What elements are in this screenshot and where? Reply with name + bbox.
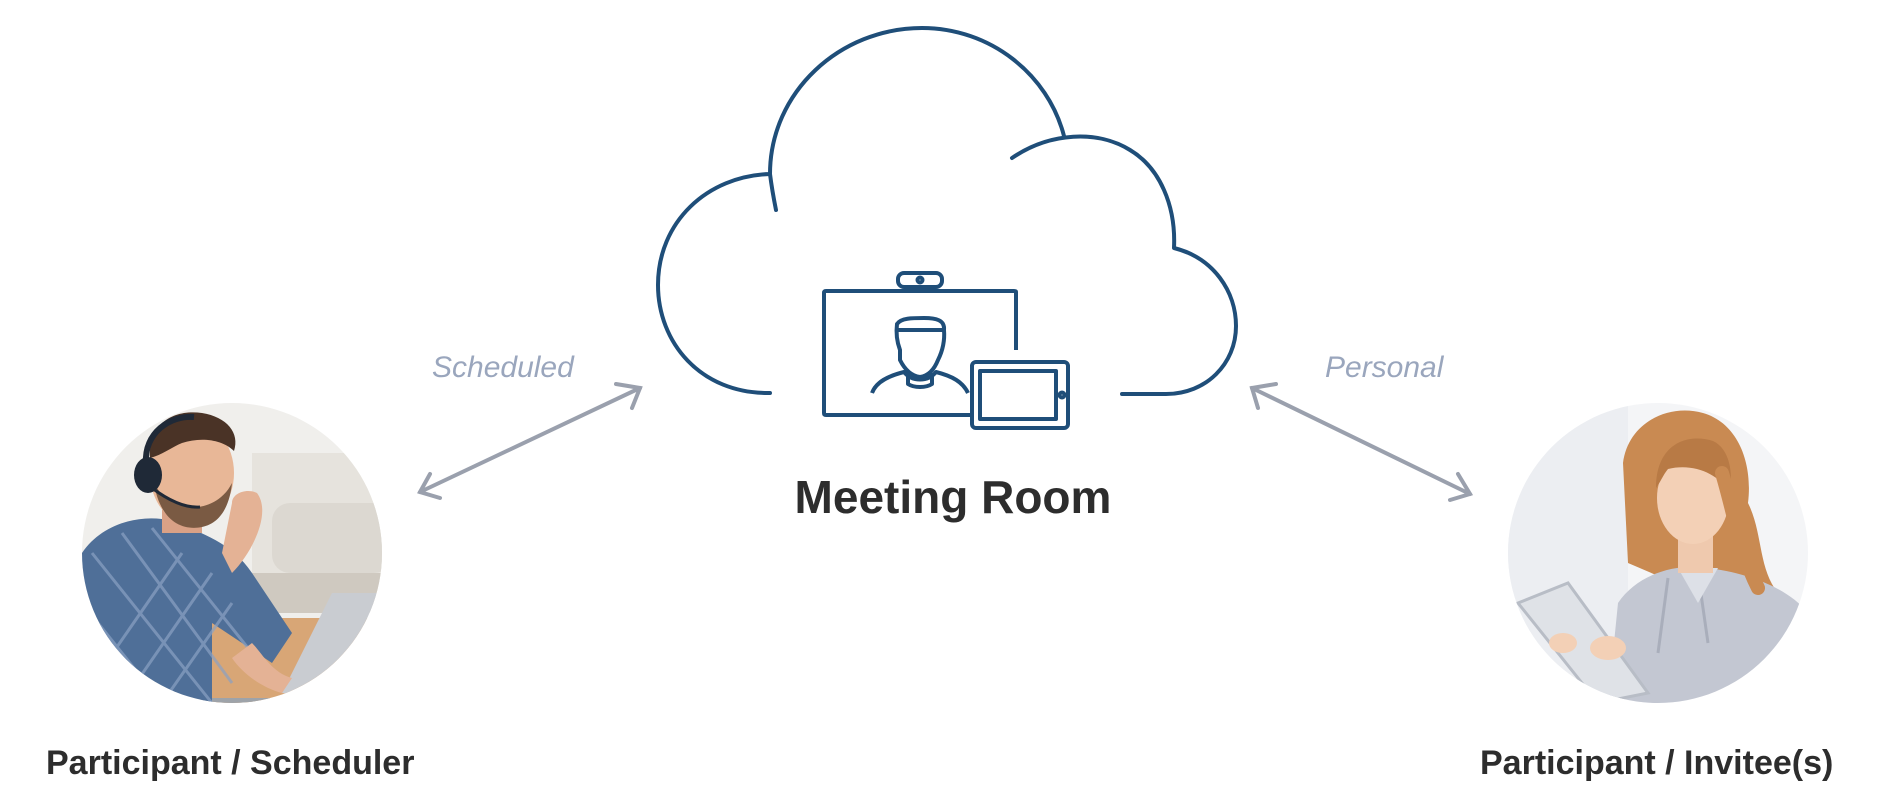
scheduled-label: Scheduled <box>432 351 574 384</box>
person-shoulders <box>870 370 970 394</box>
cloud-outline <box>656 26 1066 396</box>
cloud-inner-stub <box>768 172 778 212</box>
camera-icon <box>896 271 944 289</box>
personal-label: Personal <box>1325 351 1444 384</box>
person-neck <box>906 373 934 389</box>
participant-invitee-label: Participant / Invitee(s) <box>1480 744 1834 782</box>
person-head <box>894 316 947 379</box>
participant-scheduler-label: Participant / Scheduler <box>46 744 415 782</box>
scheduled-arrow <box>417 382 643 500</box>
cloud-outline-right <box>1010 134 1238 396</box>
tablet-icon <box>970 360 1070 430</box>
participant-scheduler-photo <box>82 403 382 703</box>
monitor-frame <box>822 289 1018 417</box>
personal-arrow <box>1249 382 1474 502</box>
participant-invitee-photo <box>1508 403 1808 703</box>
meeting-room-title: Meeting Room <box>794 471 1112 523</box>
video-conference-icon <box>822 271 1070 430</box>
